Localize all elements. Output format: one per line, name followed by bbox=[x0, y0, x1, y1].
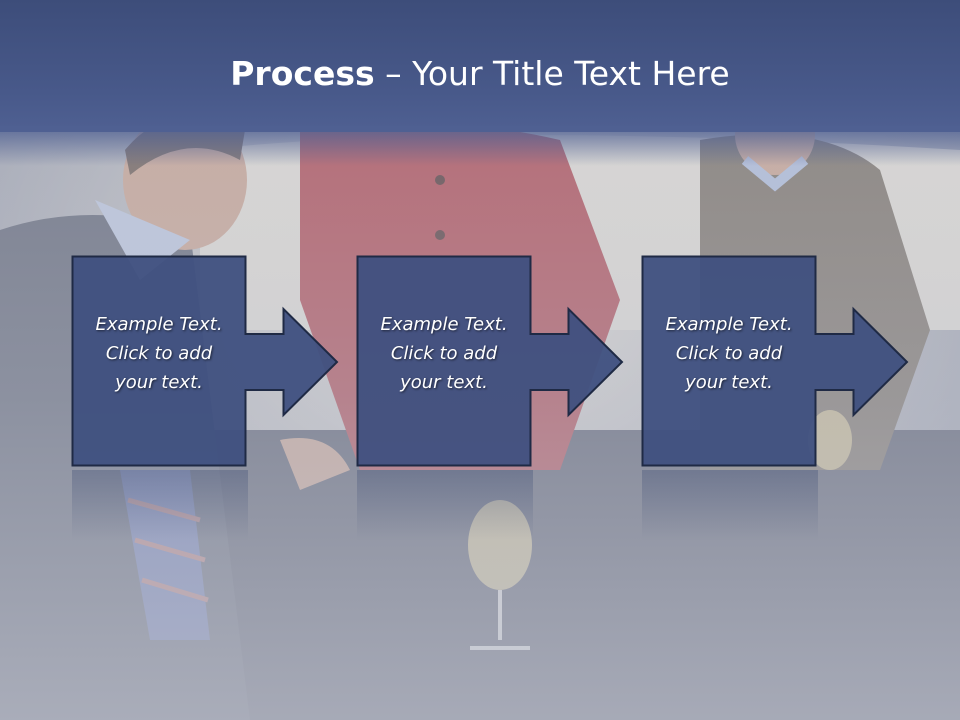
step-text-line: your text. bbox=[400, 372, 488, 393]
arrow-box-shape bbox=[641, 255, 909, 467]
step-text-line: your text. bbox=[685, 372, 773, 393]
slide-title[interactable]: Process – Your Title Text Here bbox=[0, 52, 960, 96]
process-step-3[interactable]: Example Text. Click to add your text. bbox=[641, 255, 909, 468]
slide-title-bold: Process bbox=[230, 54, 375, 93]
title-bar-fade bbox=[0, 126, 960, 166]
process-step-2[interactable]: Example Text. Click to add your text. bbox=[356, 255, 624, 468]
step-2-reflection bbox=[357, 470, 533, 540]
step-text-line: Example Text. bbox=[95, 314, 223, 335]
step-text-line: Example Text. bbox=[380, 314, 508, 335]
slide-title-rest: – Your Title Text Here bbox=[374, 54, 730, 93]
step-text-line: Example Text. bbox=[665, 314, 793, 335]
process-step-1[interactable]: Example Text. Click to add your text. bbox=[71, 255, 339, 468]
step-2-text[interactable]: Example Text. Click to add your text. bbox=[357, 310, 531, 397]
step-3-text[interactable]: Example Text. Click to add your text. bbox=[642, 310, 816, 397]
step-text-line: Click to add bbox=[675, 343, 783, 364]
title-bar bbox=[0, 0, 960, 132]
step-1-text[interactable]: Example Text. Click to add your text. bbox=[72, 310, 246, 397]
step-text-line: your text. bbox=[115, 372, 203, 393]
step-text-line: Click to add bbox=[105, 343, 213, 364]
arrow-box-shape bbox=[71, 255, 339, 467]
arrow-box-shape bbox=[356, 255, 624, 467]
step-3-reflection bbox=[642, 470, 818, 540]
step-1-reflection bbox=[72, 470, 248, 540]
step-text-line: Click to add bbox=[390, 343, 498, 364]
